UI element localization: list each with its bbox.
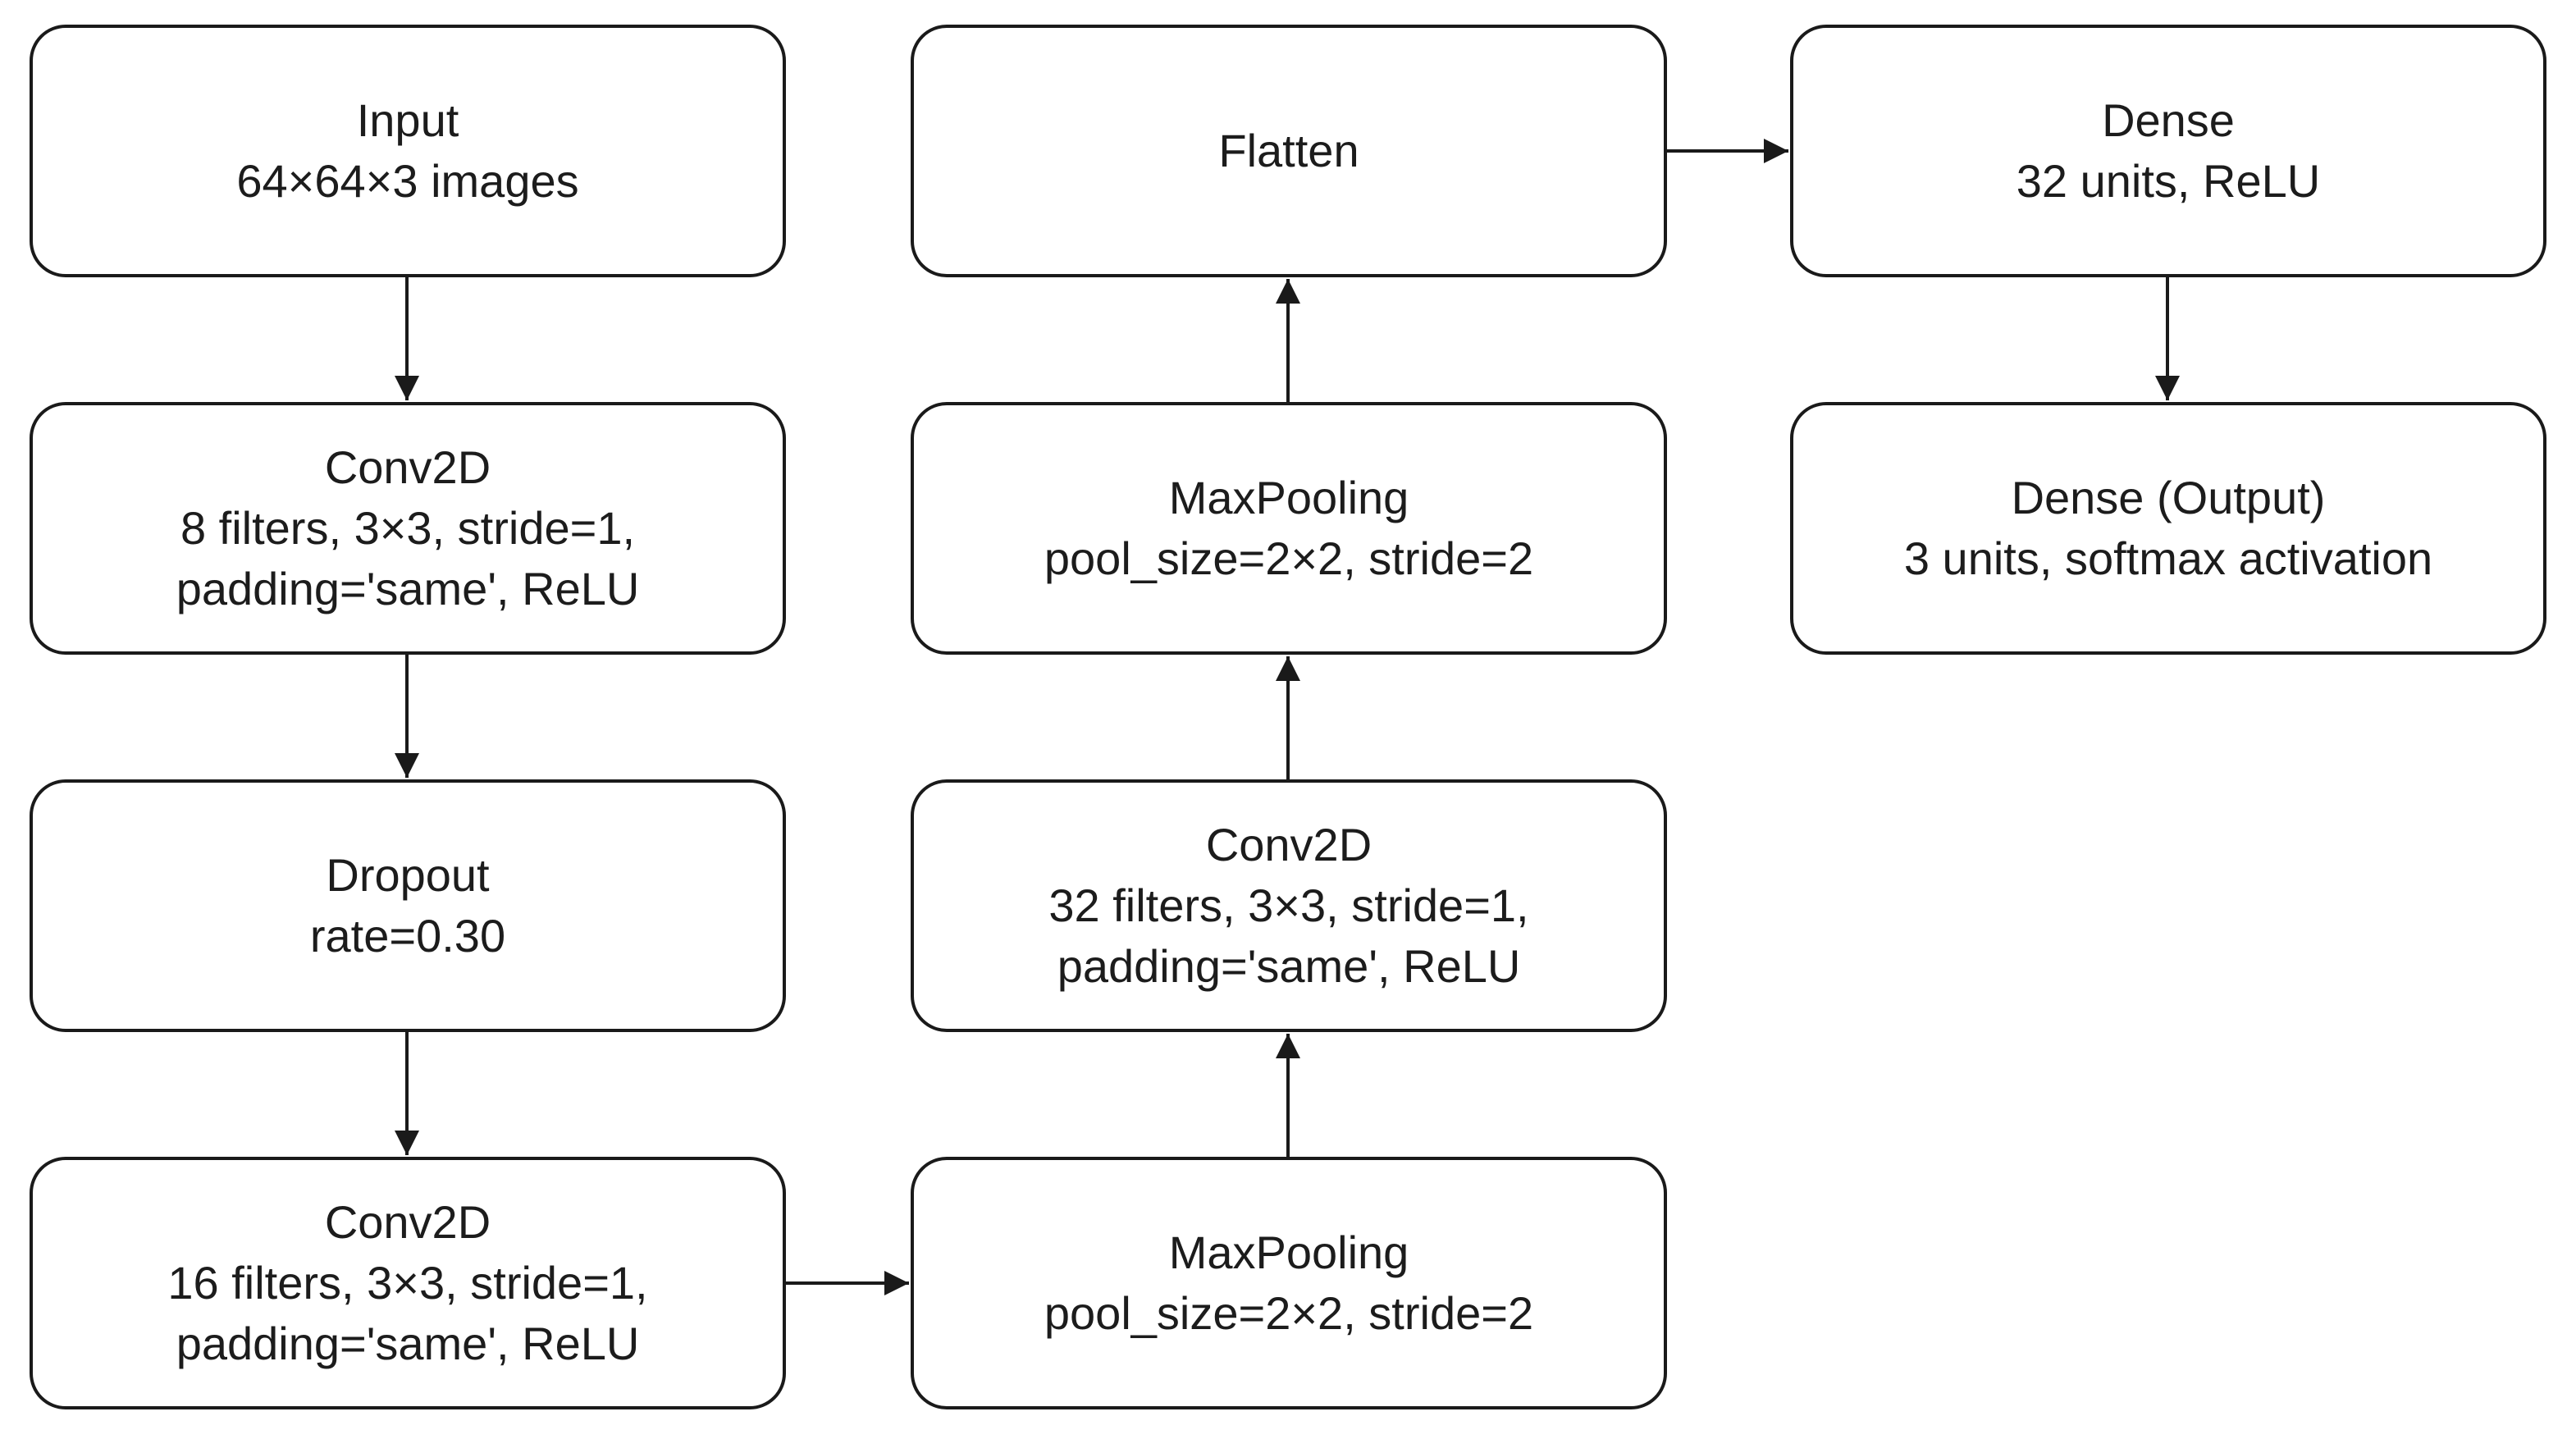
node-dense-output-detail: 3 units, softmax activation bbox=[1903, 532, 2433, 584]
node-maxpooling-2-detail: pool_size=2×2, stride=2 bbox=[1044, 532, 1534, 584]
node-dense-output-title: Dense (Output) bbox=[2011, 472, 2326, 523]
node-conv2d-32-title: Conv2D bbox=[1205, 819, 1372, 870]
node-maxpooling-2-title: MaxPooling bbox=[1168, 472, 1409, 523]
node-flatten-title: Flatten bbox=[1218, 125, 1359, 176]
node-conv2d-16-detail-2: padding='same', ReLU bbox=[176, 1318, 640, 1369]
node-maxpooling-1: MaxPooling pool_size=2×2, stride=2 bbox=[911, 1157, 1667, 1409]
node-conv2d-32-detail-2: padding='same', ReLU bbox=[1057, 940, 1521, 992]
node-dropout-detail: rate=0.30 bbox=[309, 910, 506, 962]
node-flatten: Flatten bbox=[911, 25, 1667, 277]
node-dropout: Dropout rate=0.30 bbox=[30, 779, 786, 1032]
node-conv2d-16-detail-1: 16 filters, 3×3, stride=1, bbox=[167, 1257, 648, 1309]
node-dense-32-detail: 32 units, ReLU bbox=[2016, 155, 2321, 207]
node-input-detail: 64×64×3 images bbox=[236, 155, 579, 207]
node-maxpooling-2: MaxPooling pool_size=2×2, stride=2 bbox=[911, 402, 1667, 655]
node-dense-output: Dense (Output) 3 units, softmax activati… bbox=[1790, 402, 2546, 655]
node-dropout-title: Dropout bbox=[326, 849, 490, 901]
node-conv2d-16: Conv2D 16 filters, 3×3, stride=1, paddin… bbox=[30, 1157, 786, 1409]
node-conv2d-8-title: Conv2D bbox=[324, 441, 491, 493]
node-maxpooling-1-title: MaxPooling bbox=[1168, 1227, 1409, 1278]
node-conv2d-8: Conv2D 8 filters, 3×3, stride=1, padding… bbox=[30, 402, 786, 655]
node-conv2d-8-detail-1: 8 filters, 3×3, stride=1, bbox=[180, 502, 636, 554]
node-conv2d-16-title: Conv2D bbox=[324, 1196, 491, 1248]
node-conv2d-32: Conv2D 32 filters, 3×3, stride=1, paddin… bbox=[911, 779, 1667, 1032]
node-dense-32: Dense 32 units, ReLU bbox=[1790, 25, 2546, 277]
node-input: Input 64×64×3 images bbox=[30, 25, 786, 277]
node-maxpooling-1-detail: pool_size=2×2, stride=2 bbox=[1044, 1287, 1534, 1339]
node-dense-32-title: Dense bbox=[2102, 94, 2235, 146]
node-conv2d-8-detail-2: padding='same', ReLU bbox=[176, 563, 640, 614]
node-conv2d-32-detail-1: 32 filters, 3×3, stride=1, bbox=[1048, 879, 1529, 931]
node-input-title: Input bbox=[356, 94, 459, 146]
